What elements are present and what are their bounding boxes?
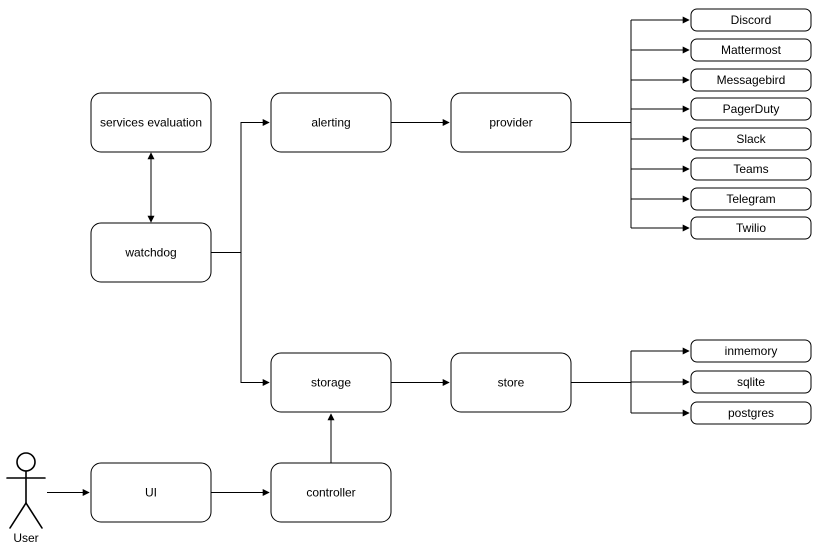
node-storage[interactable]: storage xyxy=(270,352,392,413)
node-services-evaluation[interactable]: services evaluation xyxy=(90,92,212,153)
actor-leg-right xyxy=(25,502,43,529)
node-label: services evaluation xyxy=(100,116,202,130)
nodes-layer: services evaluation watchdog alerting provi… xyxy=(90,8,812,523)
node-label: Twilio xyxy=(736,221,766,235)
node-box[interactable] xyxy=(450,92,572,153)
provider-target-slack[interactable]: Slack xyxy=(690,127,812,151)
node-box[interactable] xyxy=(690,187,812,211)
node-label: sqlite xyxy=(737,375,765,389)
node-box[interactable] xyxy=(90,222,212,283)
node-label: alerting xyxy=(311,116,350,130)
actor-leg-left xyxy=(9,502,27,529)
node-box[interactable] xyxy=(690,339,812,363)
node-label: Discord xyxy=(731,13,772,27)
node-box[interactable] xyxy=(690,8,812,32)
node-label: storage xyxy=(311,376,351,390)
node-label: inmemory xyxy=(725,344,778,358)
node-box[interactable] xyxy=(90,92,212,153)
node-box[interactable] xyxy=(270,92,392,153)
node-label: watchdog xyxy=(124,246,176,260)
store-target-postgres[interactable]: postgres xyxy=(690,401,812,425)
provider-target-mattermost[interactable]: Mattermost xyxy=(690,38,812,62)
node-provider[interactable]: provider xyxy=(450,92,572,153)
node-label: provider xyxy=(489,116,532,130)
actor-user[interactable]: User xyxy=(6,452,46,545)
actor-head-icon xyxy=(16,452,36,472)
node-box[interactable] xyxy=(90,462,212,523)
node-box[interactable] xyxy=(450,352,572,413)
node-label: PagerDuty xyxy=(723,102,780,116)
node-label: Mattermost xyxy=(721,43,782,57)
node-store[interactable]: store xyxy=(450,352,572,413)
node-label: postgres xyxy=(728,406,774,420)
node-box[interactable] xyxy=(270,462,392,523)
node-box[interactable] xyxy=(690,401,812,425)
actor-label: User xyxy=(13,531,38,545)
node-box[interactable] xyxy=(690,68,812,92)
node-box[interactable] xyxy=(690,38,812,62)
provider-target-pagerduty[interactable]: PagerDuty xyxy=(690,97,812,121)
node-box[interactable] xyxy=(270,352,392,413)
node-alerting[interactable]: alerting xyxy=(270,92,392,153)
node-ui[interactable]: UI xyxy=(90,462,212,523)
store-target-sqlite[interactable]: sqlite xyxy=(690,370,812,394)
node-box[interactable] xyxy=(690,127,812,151)
node-label: Telegram xyxy=(726,192,775,206)
edge-watchdog-storage xyxy=(240,252,270,386)
node-label: store xyxy=(498,376,525,390)
node-label: Teams xyxy=(733,162,768,176)
node-box[interactable] xyxy=(690,370,812,394)
node-box[interactable] xyxy=(690,157,812,181)
provider-target-twilio[interactable]: Twilio xyxy=(690,216,812,240)
node-label: UI xyxy=(145,486,157,500)
provider-target-teams[interactable]: Teams xyxy=(690,157,812,181)
node-controller[interactable]: controller xyxy=(270,462,392,523)
provider-target-discord[interactable]: Discord xyxy=(690,8,812,32)
store-target-inmemory[interactable]: inmemory xyxy=(690,339,812,363)
node-box[interactable] xyxy=(690,216,812,240)
actor-layer: User xyxy=(6,452,46,545)
node-watchdog[interactable]: watchdog xyxy=(90,222,212,283)
node-label: Slack xyxy=(736,132,766,146)
edge-watchdog-alerting xyxy=(240,119,270,253)
provider-target-telegram[interactable]: Telegram xyxy=(690,187,812,211)
node-label: Messagebird xyxy=(717,73,786,87)
provider-target-messagebird[interactable]: Messagebird xyxy=(690,68,812,92)
node-label: controller xyxy=(306,486,355,500)
edges-layer xyxy=(47,16,690,496)
node-box[interactable] xyxy=(690,97,812,121)
